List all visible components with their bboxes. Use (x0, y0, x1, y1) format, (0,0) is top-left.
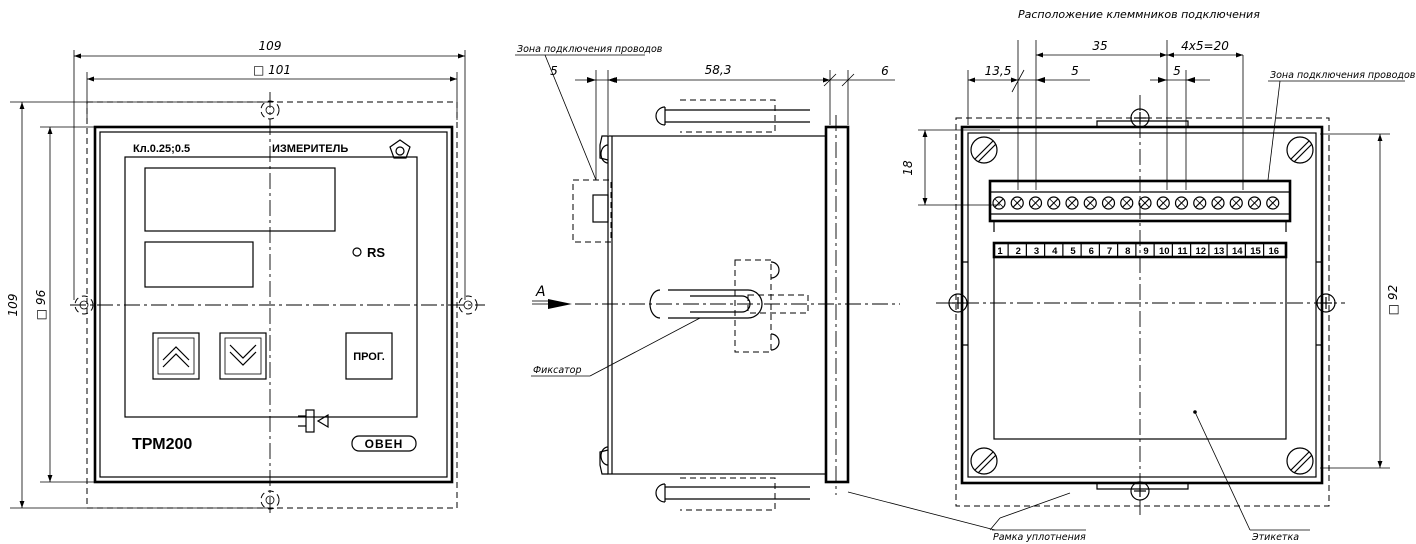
terminal-screw-icon (1083, 196, 1097, 210)
view-arrow-icon (548, 299, 572, 309)
terminal-number: 1 (997, 246, 1003, 257)
dim-overall-width: 109 (259, 39, 282, 53)
rs-label: RS (367, 245, 385, 260)
down-button[interactable] (219, 332, 267, 380)
rear-dim-pitch-a: 5 (1071, 64, 1079, 78)
clamp-screw-top (655, 99, 810, 133)
seal-label: Рамка уплотнения (993, 532, 1086, 543)
model-label: ТРМ200 (132, 436, 192, 453)
terminal-number: 6 (1089, 246, 1094, 257)
rear-dim-group: 4x5=20 (1181, 39, 1229, 53)
rear-view: Расположение клеммников подключения 35 4… (901, 8, 1416, 543)
phillips-screw-icon (948, 108, 1336, 501)
dim-panel-width: □ 101 (253, 63, 291, 77)
terminal-screw-icon (1247, 196, 1262, 210)
terminal-screw-icon (1138, 196, 1152, 210)
terminal-number: 9 (1143, 246, 1148, 257)
terminal-screw-icon (1047, 196, 1061, 210)
terminal-screw-icon (1156, 196, 1170, 210)
terminal-number: 16 (1268, 246, 1279, 257)
rear-dim-span: 35 (1092, 39, 1107, 53)
terminal-number: 11 (1177, 246, 1188, 257)
side-wire-zone-label: Зона подключения проводов (517, 44, 663, 55)
latch-label: Фиксатор (533, 365, 582, 376)
certification-icon (389, 139, 411, 159)
terminal-number: 14 (1232, 246, 1243, 257)
rear-dim-first: 13,5 (985, 64, 1012, 78)
accuracy-class-label: Кл.0.25;0.5 (133, 143, 190, 155)
terminal-screw-icon (1211, 196, 1225, 210)
terminal-screw-icon (1010, 196, 1024, 210)
lower-display (144, 241, 254, 288)
rs-indicator-icon (352, 247, 362, 257)
terminal-number: 8 (1125, 246, 1130, 257)
terminal-number: 12 (1195, 246, 1206, 257)
terminal-number: 10 (1159, 246, 1170, 257)
corner-screw-icon (970, 136, 1314, 475)
svg-text:ОВЕН: ОВЕН (365, 437, 404, 451)
terminal-screws (992, 196, 1280, 210)
terminal-screw-icon (1229, 196, 1243, 210)
device-type-label: ИЗМЕРИТЕЛЬ (272, 143, 348, 155)
terminal-number: 3 (1034, 246, 1039, 257)
sticker-label: Этикетка (1251, 532, 1299, 543)
terminal-number: 5 (1070, 246, 1076, 257)
latch-symbol-icon (298, 409, 329, 433)
clamp-screw-bottom (655, 477, 810, 511)
front-frame (824, 125, 850, 484)
view-letter: А (535, 284, 546, 300)
terminal-screw-icon (1193, 196, 1207, 210)
terminal-screw-icon (1101, 196, 1116, 210)
terminal-screw-icon (1174, 196, 1189, 210)
upper-display (144, 167, 336, 232)
double-chevron-down-icon (229, 344, 257, 366)
device-body (607, 135, 827, 475)
terminal-number: 15 (1250, 246, 1261, 257)
rear-wire-zone-label: Зона подключения проводов (1270, 70, 1416, 81)
terminal-screw-icon (1065, 196, 1079, 210)
terminal-number: 7 (1107, 246, 1112, 257)
prog-button-label: ПРОГ. (353, 351, 385, 363)
rear-dim-pitch-b: 5 (1173, 64, 1181, 78)
terminal-screw-icon (1028, 196, 1043, 210)
rear-dim-height: 18 (901, 160, 915, 176)
side-dim-frame: 6 (881, 64, 889, 78)
up-button[interactable] (152, 332, 200, 380)
terminal-number: 4 (1052, 246, 1058, 257)
dim-overall-height: 109 (6, 294, 20, 317)
terminal-screw-icon (1120, 196, 1134, 210)
terminal-number: 2 (1016, 246, 1021, 257)
front-view: 109 □ 101 109 □ 96 Кл.0.25;0.5 ИЗМЕРИТЕЛ… (6, 39, 485, 515)
side-dim-depth: 58,3 (705, 63, 732, 77)
display-window (124, 156, 418, 418)
side-dim-left: 5 (550, 64, 558, 78)
dim-panel-height: □ 96 (34, 289, 48, 320)
rear-dim-cutout: □ 92 (1386, 285, 1400, 315)
latch-mechanism (649, 259, 809, 353)
terminal-number: 13 (1214, 246, 1225, 257)
terminal-screw-icon (1266, 196, 1280, 210)
rear-title: Расположение клеммников подключения (1018, 8, 1260, 21)
side-view: Зона подключения проводов 5 58,3 6 (515, 44, 996, 531)
prog-button[interactable]: ПРОГ. (345, 332, 393, 380)
brand-logo: ОВЕН (351, 435, 417, 452)
double-chevron-up-icon (162, 346, 190, 368)
terminal-screw-icon (992, 196, 1006, 210)
front-bezel (93, 125, 454, 484)
